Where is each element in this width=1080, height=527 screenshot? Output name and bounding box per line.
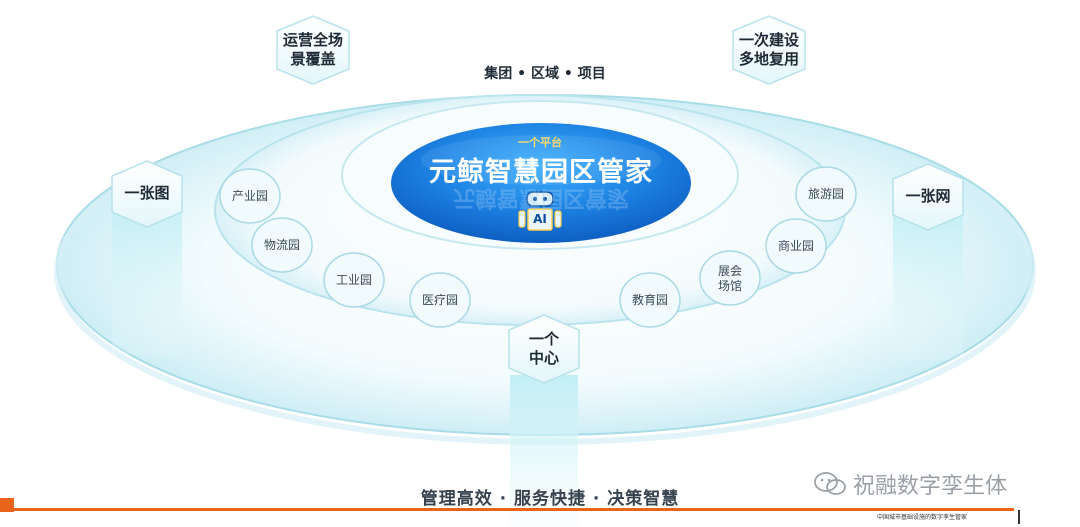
park-bubble [795,166,857,222]
hex-build-label: 一次建设 多地复用 [733,31,805,69]
hex-map-label: 一张图 [124,184,170,202]
park-label-exhibition: 展会 场馆 [702,264,758,294]
park-label: 商业园 [777,239,814,253]
end-tick [1018,510,1020,524]
hex-build [732,15,806,85]
accent-line [14,508,1014,511]
hex-ops-line1: 运营全场 [282,31,343,49]
platform-title: 元鲸智慧园区管家 [429,157,653,188]
park-bubble [409,272,471,328]
hex-center-line2: 中心 [528,349,559,367]
park-bubble [251,217,313,273]
park-label-line2: 场馆 [717,279,742,293]
park-label: 教育园 [631,293,668,307]
hex-center-label: 一个 中心 [509,330,579,368]
park-label: 物流园 [263,238,300,252]
park-bubble [699,250,761,306]
slogan: 管理高效 · 服务快捷 · 决策智慧 [420,489,680,509]
scope-line: 集团 • 区域 • 项目 [484,66,606,82]
park-label: 医疗园 [421,293,458,307]
park-bubble [323,252,385,308]
park-label: 工业园 [335,273,372,287]
hex-net [892,163,964,231]
hex-build-line2: 多地复用 [738,50,799,68]
park-label: 旅游园 [807,187,844,201]
park-bubble [765,218,827,274]
hex-net-label: 一张网 [905,187,951,205]
platform-tag: 一个平台 [518,136,562,149]
pillar-center [510,375,578,527]
hex-ops [276,15,350,85]
hex-center [508,314,580,384]
hex-center-line1: 一个 [528,330,559,348]
center-disc [391,123,691,243]
hex-build-line1: 一次建设 [738,31,799,49]
watermark: 祝融数字孪生体 [813,468,1053,500]
ai-label: AI [533,212,547,226]
hex-ops-line2: 景覆盖 [290,50,336,68]
hex-map [111,160,183,228]
footnote: 中国城市基础设施的数字孪生管家 [877,514,968,521]
park-label: 产业园 [231,189,268,203]
watermark-text: 祝融数字孪生体 [853,474,1008,499]
wechat-icon [814,472,846,495]
ai-robot-icon [518,191,562,231]
park-bubble [219,168,281,224]
accent-mark [0,498,14,512]
park-bubble [619,272,681,328]
park-label-line1: 展会 [717,264,742,278]
hex-ops-label: 运营全场 景覆盖 [277,31,349,69]
